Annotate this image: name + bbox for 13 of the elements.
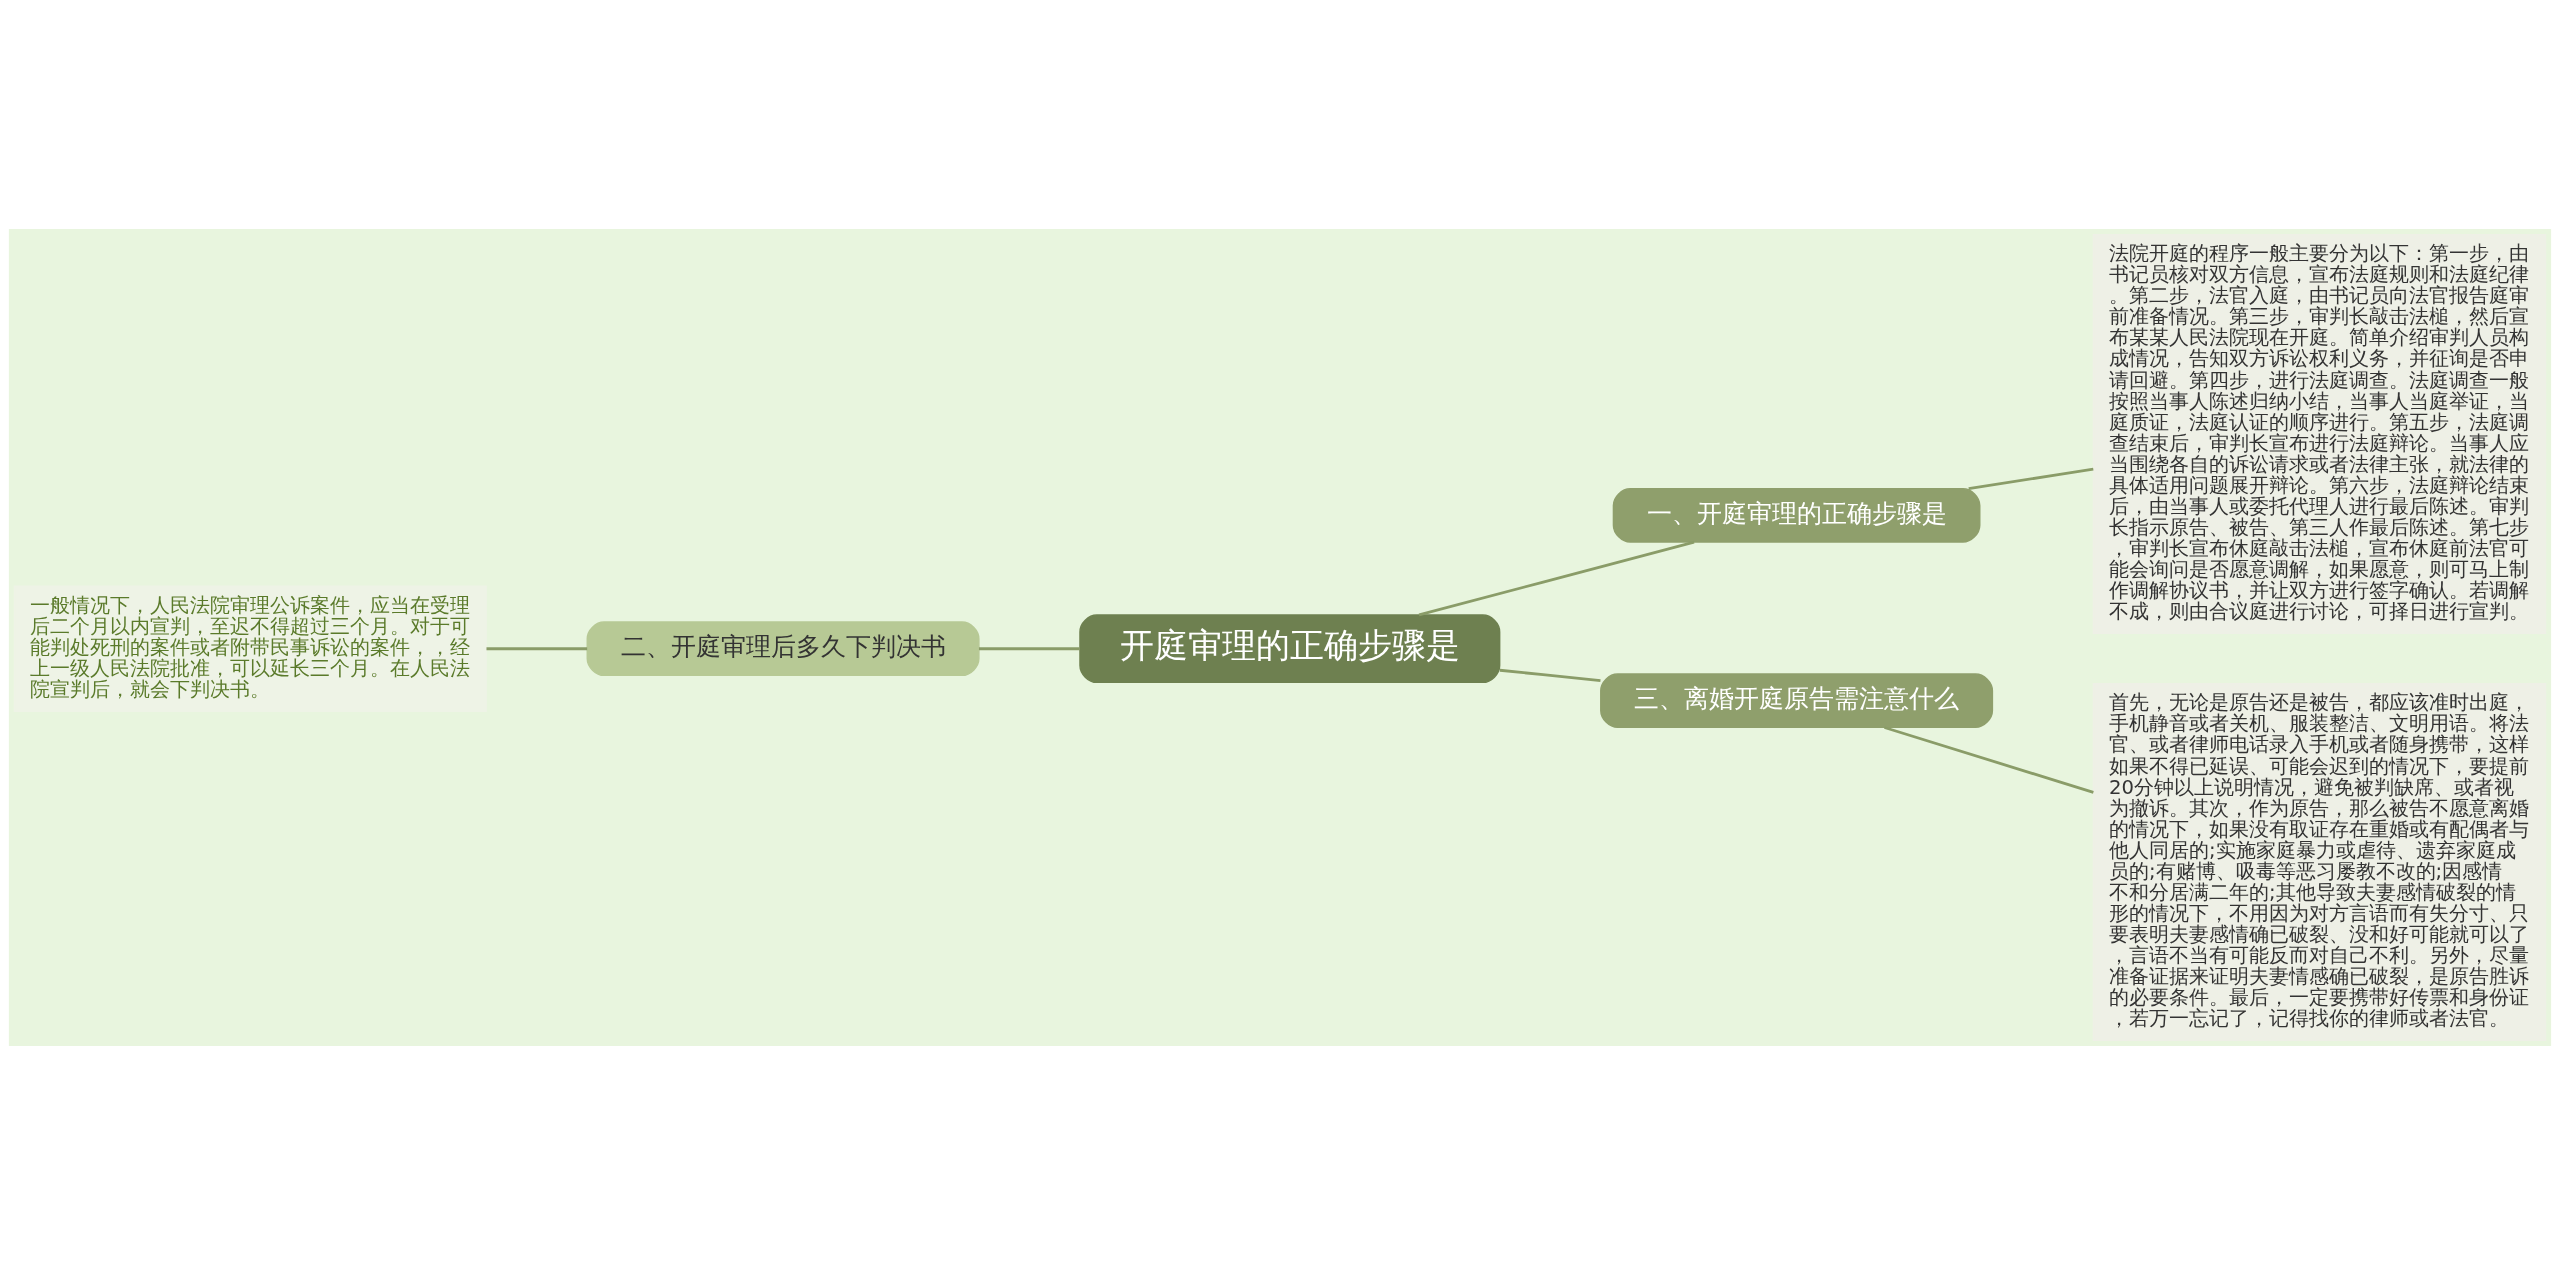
connector xyxy=(1968,467,2094,490)
connector xyxy=(486,646,588,650)
connector xyxy=(978,646,1080,650)
node-box: 一般情况下，人民法院审理公诉案件，应当在受理后二个月以内宣判，至迟不得超过三个月。对于可能判处死刑的案件或者附带民事诉讼的案件，，经上一级人民法院批准，可以延长三个月。在人民法院宣判后，就会下判决书。 xyxy=(13,585,487,712)
connector xyxy=(1499,668,1601,682)
node-box: 三、离婚开庭原告需注意什么 xyxy=(1600,672,1994,728)
node-box: 二、开庭审理后多久下判决书 xyxy=(586,620,980,676)
connector xyxy=(1418,540,1695,616)
node-box: 开庭审理的正确步骤是 xyxy=(1079,613,1501,683)
node-box: 首先，无论是原告还是被告，都应该准时出庭，手机静音或者关机、服装整洁、文明用语。将法官、或者律师电话录入手机或者随身携带，这样如果不得已延误、可能会迟到的情况下，要提前20分钟以上说明情况，避免被判缺席、或者视为撤诉。其次，作为原告，那么被告不愿意离婚的情况下，如果没有取证存在重婚或有配偶者与他人同居的;实施家庭暴力或虐待、遗弃家庭成员的;有赌博、吸毒等恶习屡教不改的;因感情不和分居满二年的;其他导致夫妻感情破裂的情形的情况下，不用因为对方言语而有失分寸、只要表明夫妻感情确已破裂、没和好可能就可以了，言语不当有可能反而对自己不利。另外，尽量准备证据来证明夫妻情感确已破裂，是原告胜诉的必要条件。最后，一定要携带好传票和身份证，若万一忘记了，记得找你的律师或者法官。 xyxy=(2092,682,2547,1041)
node-box: 法院开庭的程序一般主要分为以下：第一步，由书记员核对双方信息，宣布法庭规则和法庭纪律。第二步，法官入庭，由书记员向法官报告庭审前准备情况。第三步，审判长敲击法槌，然后宣布某某人民法院现在开庭。简单介绍审判人员构成情况，告知双方诉讼权利义务，并征询是否申请回避。第四步，进行法庭调查。法庭调查一般按照当事人陈述归纳小结，当事人当庭举证，当庭质证，法庭认证的顺序进行。第五步，法庭调查结束后，审判长宣布进行法庭辩论。当事人应当围绕各自的诉讼请求或者法律主张，就法律的具体适用问题展开辩论。第六步，法庭辩论结束后，由当事人或委托代理人进行最后陈述。审判长指示原告、被告、第三人作最后陈述。第七步，审判长宣布休庭敲击法槌，宣布休庭前法官可能会询问是否愿意调解，如果愿意，则可马上制作调解协议书，并让双方进行签字确认。若调解不成，则由合议庭进行讨论，可择日进行宣判。 xyxy=(2092,233,2547,634)
connector xyxy=(1884,725,2094,794)
node-box: 一、开庭审理的正确步骤是 xyxy=(1612,487,1981,543)
